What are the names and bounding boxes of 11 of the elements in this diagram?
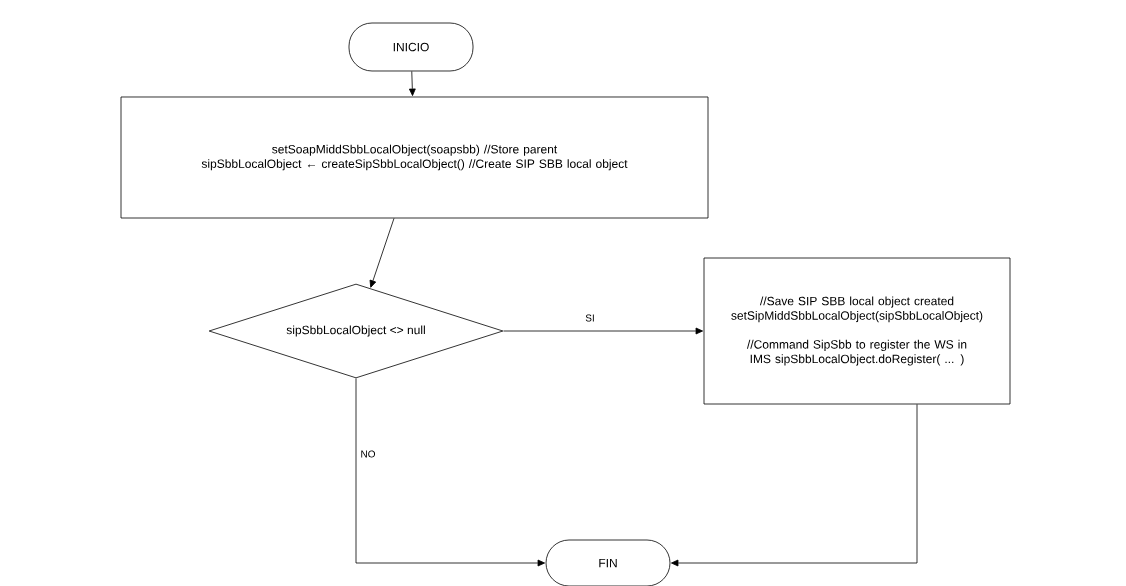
arrow xyxy=(408,71,416,96)
arrow xyxy=(369,218,395,288)
arrow xyxy=(355,378,545,567)
edge-label: NO xyxy=(361,450,376,458)
arrow xyxy=(671,404,918,567)
process-box: setSoapMiddSbbLocalObject(soapsbb) //Store parent sipSbbLocalObject ← createSipSbbLocalObject() //Create SIP SBB local object xyxy=(120,96,709,219)
end-terminal: FIN xyxy=(545,539,671,586)
arrow xyxy=(503,327,703,335)
edge-label: SI xyxy=(585,314,594,322)
process-box: //Save SIP SBB local object created setSipMiddSbbLocalObject(sipSbbLocalObject) //Command SipSbb to register the WS in IMS sipSbbLocalObject.doRegister( ... ) xyxy=(703,257,1011,405)
start-terminal: INICIO xyxy=(348,22,474,72)
